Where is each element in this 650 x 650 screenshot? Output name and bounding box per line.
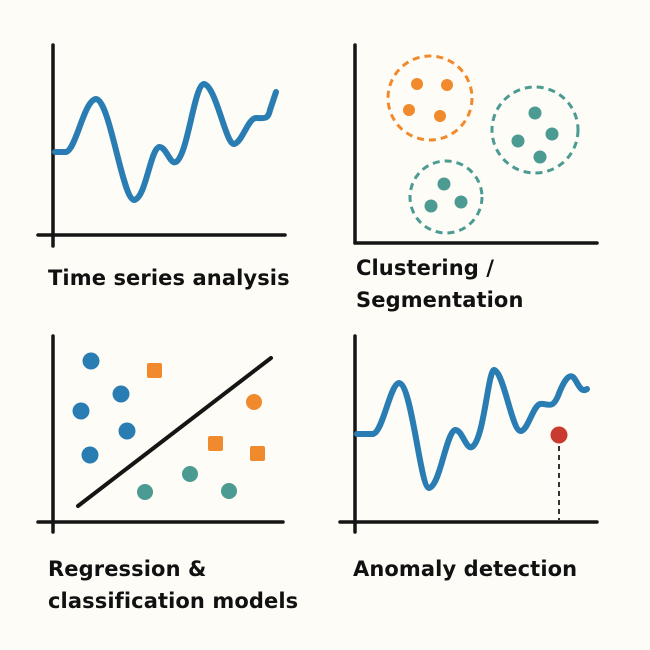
- class-point: [81, 446, 99, 464]
- anomaly-signal-line: [354, 367, 590, 491]
- clustering-panel: [353, 43, 599, 245]
- clustering-caption-line2: Segmentation: [356, 288, 524, 312]
- class-point: [82, 352, 100, 370]
- cluster-point: [545, 127, 559, 141]
- teal-cluster-right: [490, 85, 580, 175]
- regression-caption-line1: Regression &: [48, 557, 207, 581]
- teal-class-points: [137, 466, 237, 500]
- anomaly-panel: [338, 334, 599, 534]
- regression-caption-line2: classification models: [48, 589, 299, 613]
- cluster-point: [533, 150, 547, 164]
- class-point: [137, 484, 153, 500]
- regression-panel: [36, 334, 285, 534]
- cluster-point: [511, 134, 525, 148]
- orange-cluster: [386, 54, 474, 142]
- class-point: [182, 466, 198, 482]
- cluster-point: [441, 79, 453, 91]
- decision-boundary-line: [76, 356, 273, 508]
- class-point: [250, 446, 265, 461]
- time-series-caption: Time series analysis: [48, 266, 290, 290]
- cluster-point: [434, 110, 446, 122]
- cluster-point: [403, 104, 415, 116]
- teal-cluster-right-boundary: [490, 85, 580, 175]
- time-series-line: [52, 81, 279, 203]
- teal-cluster-bottom-boundary: [408, 159, 484, 235]
- cluster-point: [424, 199, 438, 213]
- class-point: [208, 436, 223, 451]
- regression-caption: Regression & classification models: [48, 553, 338, 617]
- orange-cluster-boundary: [386, 54, 474, 142]
- cluster-point: [528, 106, 542, 120]
- orange-class-points: [147, 363, 265, 461]
- class-point: [147, 363, 162, 378]
- cluster-point: [437, 177, 451, 191]
- anomaly-point: [550, 426, 568, 444]
- blue-class-points: [72, 352, 136, 464]
- cluster-point: [454, 195, 468, 209]
- teal-cluster-bottom: [408, 159, 484, 235]
- class-point: [221, 483, 237, 499]
- class-point: [118, 422, 136, 440]
- clustering-caption-line1: Clustering /: [356, 256, 495, 280]
- clustering-caption: Clustering / Segmentation: [356, 252, 626, 316]
- cluster-point: [411, 78, 423, 90]
- class-point: [246, 394, 262, 410]
- time-series-panel: [36, 43, 287, 248]
- class-point: [112, 385, 130, 403]
- class-point: [72, 402, 90, 420]
- anomaly-caption: Anomaly detection: [353, 557, 578, 581]
